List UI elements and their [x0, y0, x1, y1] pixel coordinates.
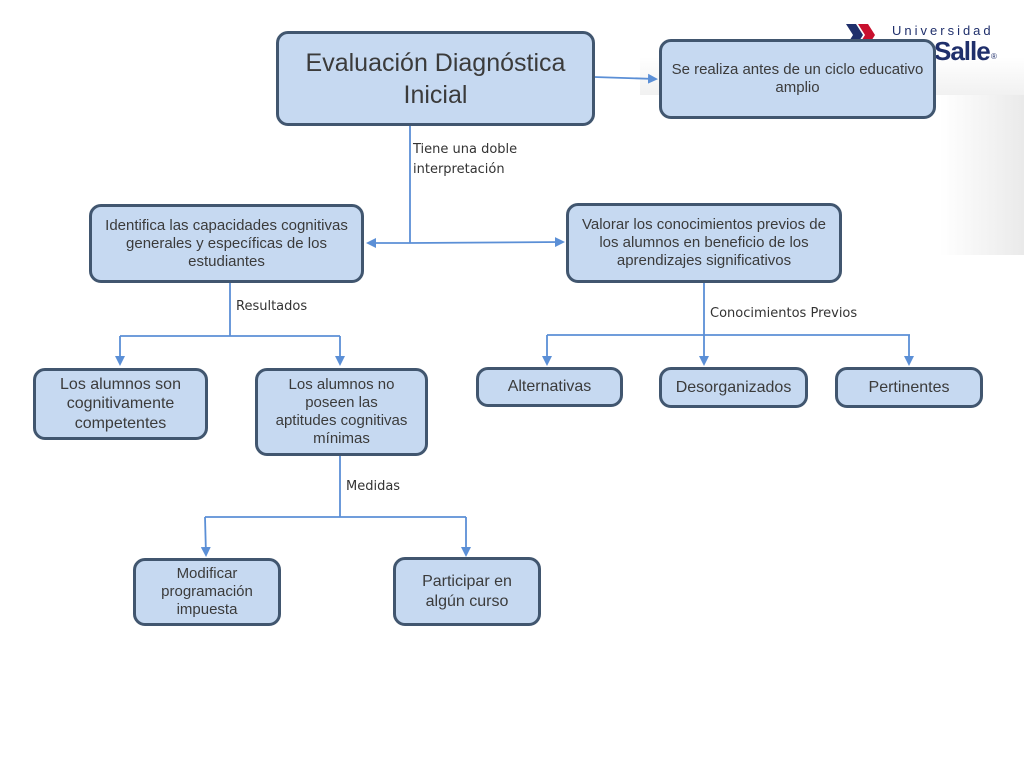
logo-registered-mark: ® [991, 52, 997, 61]
node-not-minimum-text: Los alumnos no poseen las aptitudes cogn… [275, 376, 408, 447]
node-value-prior-text: Valorar los conocimientos previos de los… [581, 216, 826, 269]
node-disorganized-text: Desorganizados [675, 378, 792, 396]
node-before-cycle-text: Se realiza antes de un ciclo educativo a… [671, 61, 924, 96]
node-competent: Los alumnos son cognitivamente competent… [33, 368, 208, 440]
link-to-value-prior [409, 237, 565, 248]
node-not-minimum: Los alumnos no poseen las aptitudes cogn… [255, 368, 428, 456]
node-competent-text: Los alumnos son cognitivamente competent… [60, 376, 181, 432]
node-before-cycle: Se realiza antes de un ciclo educativo a… [659, 39, 936, 119]
logo-text-universidad: Universidad [892, 23, 994, 38]
university-logo: Universidad Salle ® [846, 18, 1006, 68]
node-course: Participar en algún curso [393, 557, 541, 626]
node-modify-text: Modificar programación impuesta [161, 565, 253, 618]
node-course-text: Participar en algún curso [422, 573, 512, 610]
link-to-modify [200, 516, 211, 557]
node-modify: Modificar programación impuesta [133, 558, 281, 626]
label-results-text: Resultados [236, 299, 308, 314]
label-measures: Medidas [346, 477, 400, 497]
node-alternatives: Alternativas [476, 367, 623, 407]
link-root-before-cycle [593, 73, 658, 84]
label-prior-knowledge-text: Conocimientos Previos [710, 306, 858, 321]
node-alternatives-text: Alternativas [507, 378, 592, 396]
node-identify: Identifica las capacidades cognitivas ge… [89, 204, 364, 283]
label-double-interpretation: Tiene una doble interpretación [413, 140, 533, 179]
node-root-text: Evaluación Diagnóstica Inicial [305, 48, 566, 109]
node-root: Evaluación Diagnóstica Inicial [276, 31, 595, 126]
node-pertinent: Pertinentes [835, 367, 983, 408]
label-prior-knowledge: Conocimientos Previos [710, 304, 857, 324]
label-double-interpretation-text: Tiene una doble interpretación [413, 142, 518, 177]
side-shade [940, 95, 1024, 255]
logo-text-salle: Salle [934, 36, 991, 66]
node-value-prior: Valorar los conocimientos previos de los… [566, 203, 842, 283]
node-pertinent-text: Pertinentes [868, 378, 950, 396]
label-results: Resultados [236, 297, 307, 317]
node-disorganized: Desorganizados [659, 367, 808, 408]
label-measures-text: Medidas [346, 479, 401, 494]
node-identify-text: Identifica las capacidades cognitivas ge… [105, 216, 348, 270]
